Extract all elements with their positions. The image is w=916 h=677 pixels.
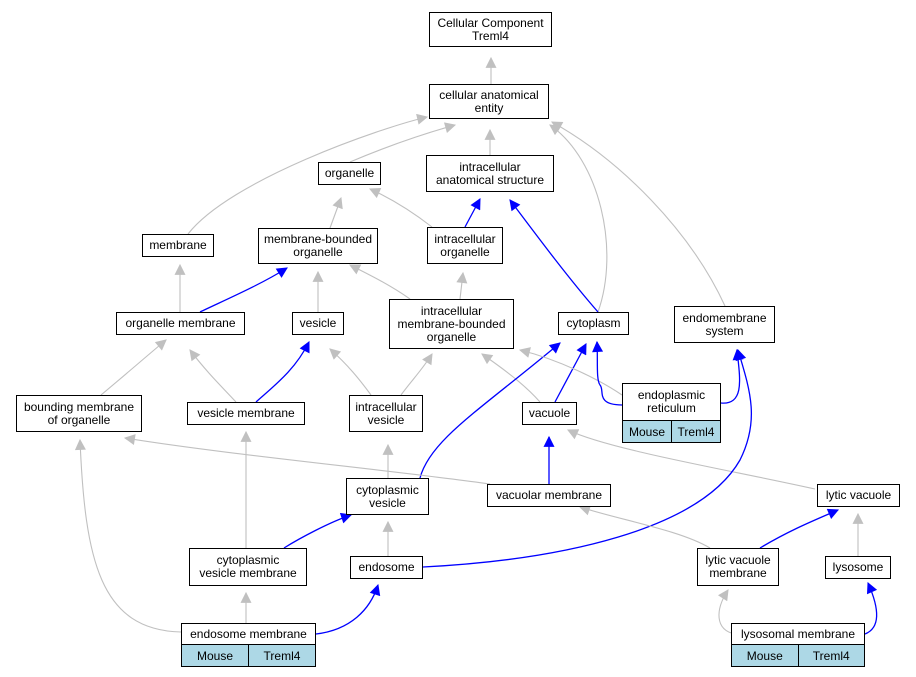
node-title: endoplasmic reticulum	[623, 384, 720, 420]
species-cell-mouse: Mouse	[623, 421, 671, 442]
is-a-edge-28	[518, 347, 623, 396]
node-bounding-membrane-of-organelle[interactable]: bounding membrane of organelle	[16, 395, 142, 432]
is-a-edge-5	[551, 121, 726, 307]
node-organelle[interactable]: organelle	[318, 162, 381, 185]
is-a-edge-12	[349, 264, 411, 300]
is-a-edge-19	[329, 348, 372, 396]
is-a-edge-1	[349, 122, 457, 163]
node-endosome[interactable]: endosome	[350, 556, 423, 579]
node-lysosomal-membrane[interactable]: lysosomal membrane Mouse Treml4	[731, 623, 865, 667]
is-a-edge-38	[74, 438, 182, 633]
is-a-edge-20	[400, 353, 433, 396]
edge-layer	[74, 56, 878, 635]
node-intracellular-vesicle[interactable]: intracellular vesicle	[349, 395, 423, 432]
is-a-edge-8	[329, 196, 343, 229]
is-a-edge-15	[100, 339, 167, 396]
node-vesicle[interactable]: vesicle	[292, 312, 344, 335]
part-of-edge-23	[419, 342, 561, 479]
node-vacuole[interactable]: vacuole	[522, 402, 577, 425]
node-membrane[interactable]: membrane	[142, 234, 214, 257]
node-lytic-vacuole-membrane[interactable]: lytic vacuole membrane	[697, 548, 779, 586]
is-a-edge-27	[567, 429, 816, 490]
node-membrane-bounded-organelle[interactable]: membrane-bounded organelle	[258, 228, 378, 264]
is-a-edge-34	[578, 504, 711, 549]
is-a-edge-13	[456, 271, 468, 300]
node-endoplasmic-reticulum[interactable]: endoplasmic reticulum Mouse Treml4	[622, 383, 721, 443]
part-of-edge-35	[759, 508, 840, 549]
is-a-edge-21	[481, 353, 541, 403]
node-vesicle-membrane[interactable]: vesicle membrane	[187, 402, 305, 425]
species-cell-mouse: Mouse	[732, 645, 798, 666]
node-intracellular-membrane-bounded-organelle[interactable]: intracellular membrane-bounded organelle	[389, 299, 514, 349]
part-of-edge-41	[864, 581, 878, 635]
is-a-edge-4	[549, 124, 608, 313]
part-of-edge-22	[554, 343, 587, 403]
part-of-edge-31	[283, 512, 353, 549]
part-of-edge-29	[592, 340, 623, 406]
part-of-edge-7	[464, 198, 481, 228]
node-vacuolar-membrane[interactable]: vacuolar membrane	[487, 484, 611, 507]
node-cytoplasmic-vesicle[interactable]: cytoplasmic vesicle	[346, 478, 429, 515]
part-of-edge-14	[509, 199, 599, 313]
is-a-edge-40	[717, 589, 736, 635]
species-row: Mouse Treml4	[623, 420, 720, 442]
node-cytoplasm[interactable]: cytoplasm	[558, 312, 629, 335]
is-a-edge-25	[123, 434, 491, 485]
part-of-edge-30	[720, 348, 744, 404]
node-endomembrane-system[interactable]: endomembrane system	[674, 306, 775, 343]
node-organelle-membrane[interactable]: organelle membrane	[116, 312, 245, 335]
species-row: Mouse Treml4	[182, 644, 315, 666]
part-of-edge-17	[255, 341, 310, 403]
node-lytic-vacuole[interactable]: lytic vacuole	[817, 484, 900, 507]
is-a-edge-3	[187, 113, 429, 235]
species-cell-mouse: Mouse	[182, 645, 248, 666]
part-of-edge-10	[199, 267, 288, 313]
node-title: lysosomal membrane	[732, 624, 864, 644]
node-cytoplasmic-vesicle-membrane[interactable]: cytoplasmic vesicle membrane	[189, 548, 307, 586]
node-title: endosome membrane	[182, 624, 315, 644]
gene-cell-treml4: Treml4	[797, 645, 864, 666]
node-intracellular-anatomical-structure[interactable]: intracellular anatomical structure	[426, 155, 554, 192]
gene-cell-treml4: Treml4	[671, 421, 720, 442]
is-a-edge-16	[189, 349, 237, 403]
node-cellular-anatomical-entity[interactable]: cellular anatomical entity	[429, 84, 549, 119]
is-a-edge-6	[368, 188, 433, 228]
species-row: Mouse Treml4	[732, 644, 864, 666]
gene-cell-treml4: Treml4	[248, 645, 315, 666]
node-cellular-component-treml4[interactable]: Cellular Component Treml4	[429, 12, 552, 47]
part-of-edge-33	[422, 348, 752, 568]
node-intracellular-organelle[interactable]: intracellular organelle	[427, 227, 503, 264]
node-lysosome[interactable]: lysosome	[825, 556, 891, 579]
node-endosome-membrane[interactable]: endosome membrane Mouse Treml4	[181, 623, 316, 667]
part-of-edge-39	[315, 583, 381, 635]
